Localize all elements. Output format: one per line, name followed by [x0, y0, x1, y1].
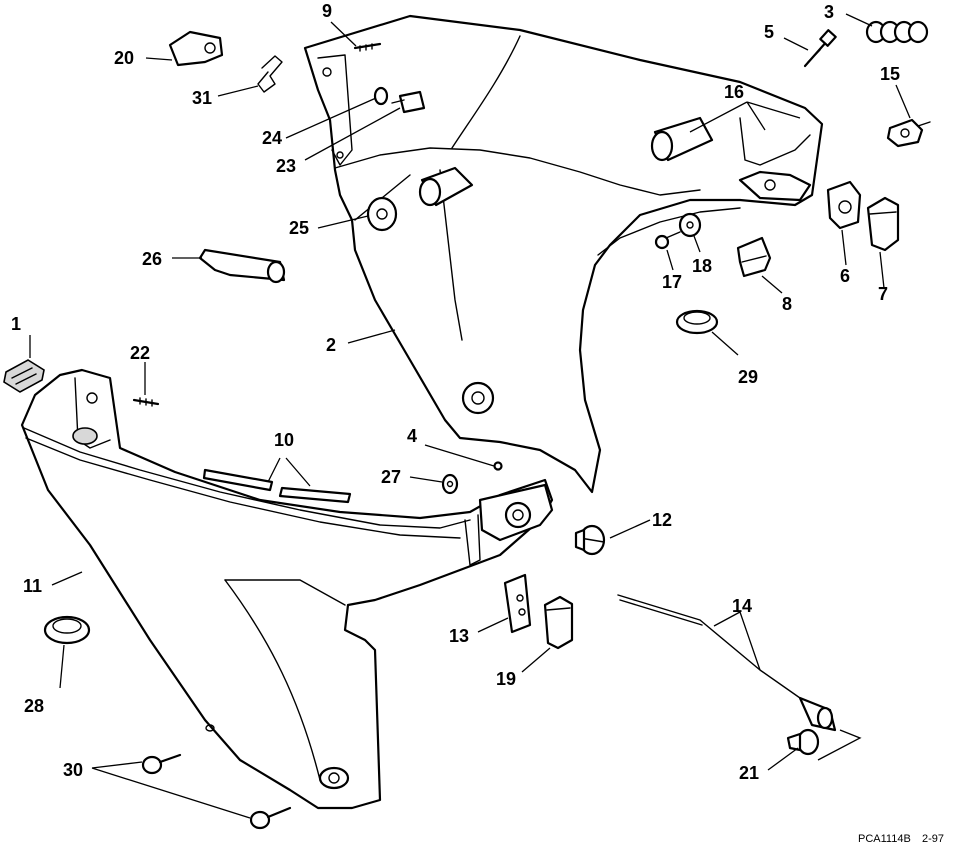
- callout-27: 27: [381, 467, 401, 487]
- part-23-bolt: [391, 90, 426, 114]
- callout-13: 13: [449, 626, 469, 646]
- callout-11: 11: [23, 576, 42, 596]
- callout-9: 9: [322, 1, 332, 21]
- part-31-spring-clip: [257, 55, 283, 93]
- part-28-grommet: [43, 615, 91, 645]
- callout-26: 26: [142, 249, 162, 269]
- part-17-screw: [654, 231, 681, 250]
- part-30-screws: [141, 753, 292, 830]
- leader-lines: [29, 13, 911, 819]
- part-25-grommet: [366, 196, 398, 232]
- callout-29: 29: [738, 367, 758, 387]
- figure-footer: PCA1114B 2-97: [858, 833, 944, 845]
- part-20-catch: [168, 30, 224, 67]
- callout-28: 28: [24, 696, 44, 716]
- callout-1: 1: [11, 314, 21, 334]
- part-13-bracket: [503, 573, 532, 634]
- callout-22: 22: [130, 343, 150, 363]
- callout-7: 7: [878, 284, 888, 304]
- callout-15: 15: [880, 64, 900, 84]
- part-29-grommet: [675, 309, 719, 335]
- part-22-screw: [132, 397, 160, 407]
- part-19-pad: [543, 595, 574, 650]
- callout-17: 17: [662, 272, 682, 292]
- part-27-nut: [441, 473, 459, 495]
- callout-14: 14: [732, 596, 752, 616]
- part-24-washer: [373, 86, 389, 106]
- callout-24: 24: [262, 128, 282, 148]
- callout-21: 21: [739, 763, 759, 783]
- part-9-screw: [353, 42, 382, 52]
- part-15-latch: [886, 118, 931, 148]
- part-18-washer: [678, 212, 702, 238]
- part-16-pins: [418, 116, 714, 207]
- callout-10: 10: [274, 430, 294, 450]
- callout-18: 18: [692, 256, 712, 276]
- callout-12: 12: [652, 510, 672, 530]
- callout-labels: 1 2 3 4 5 6 7 8 9 10 11 12 13 14 15 16 1…: [11, 1, 900, 783]
- callout-25: 25: [289, 218, 309, 238]
- lower-cowl-part-11: [20, 368, 554, 810]
- part-8-block: [736, 236, 772, 278]
- part-5-screw: [803, 29, 837, 68]
- part-26-handle: [198, 248, 286, 284]
- callout-19: 19: [496, 669, 516, 689]
- callout-6: 6: [840, 266, 850, 286]
- callout-8: 8: [782, 294, 792, 314]
- callout-16: 16: [724, 82, 744, 102]
- part-1-clip: [3, 359, 45, 393]
- figure-date: 2-97: [922, 833, 944, 845]
- callout-5: 5: [764, 22, 774, 42]
- part-21-rivet: [786, 728, 820, 756]
- part-3-grommet-strip: [865, 20, 929, 44]
- callout-4: 4: [407, 426, 417, 446]
- figure-code: PCA1114B: [858, 833, 911, 845]
- callout-31: 31: [192, 88, 212, 108]
- part-14-cable: [617, 594, 837, 732]
- callout-20: 20: [114, 48, 134, 68]
- part-4-nut: [493, 461, 503, 471]
- part-7-pad: [866, 196, 900, 252]
- callout-30: 30: [63, 760, 83, 780]
- callout-3: 3: [824, 2, 834, 22]
- callout-23: 23: [276, 156, 296, 176]
- part-12-plug: [574, 524, 606, 556]
- part-6-bracket: [826, 180, 862, 230]
- callout-2: 2: [326, 335, 336, 355]
- part-10-strips: [202, 468, 352, 504]
